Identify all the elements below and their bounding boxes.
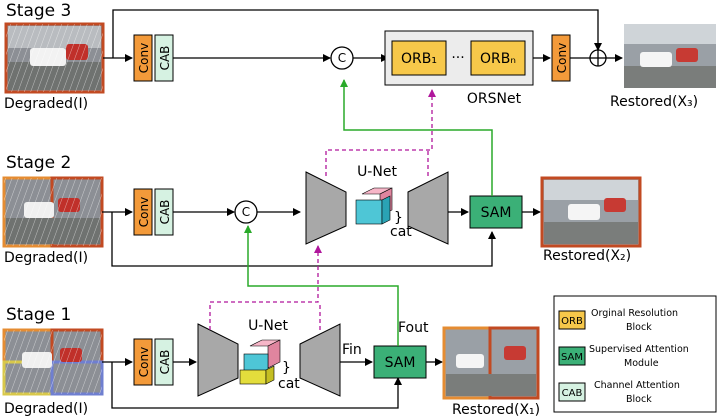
stage1-sam-label: SAM: [385, 355, 416, 371]
stage2-skip-connection: [111, 212, 496, 267]
stage1-unet-label: U-Net: [248, 318, 288, 334]
stage2-sam-to-stage3-concat-arrow: [340, 79, 493, 196]
stage1-sam-to-stage2-concat-arrow: [244, 225, 399, 346]
stage2-cat-label: cat: [390, 224, 412, 240]
stage1-conv-block: [133, 338, 153, 386]
stage3-concat-label: C: [338, 51, 346, 65]
legend-orb-text-2: Block: [626, 322, 652, 333]
stage1-fin-label: Fin: [342, 342, 362, 358]
stage2-cat-brace: }: [394, 210, 403, 226]
orb-first-label: ORB₁: [401, 51, 437, 67]
legend-sam-text-2: Module: [624, 358, 659, 369]
orb-last-label: ORBₙ: [480, 51, 516, 67]
legend-cab-swatch: [558, 382, 586, 402]
legend-sam-key: SAM: [561, 352, 583, 363]
stage1-unet-encoder-to-stage2-arrow: [209, 245, 322, 330]
stage3-conv-label: Conv: [137, 43, 151, 73]
stage3-cab-label: CAB: [158, 46, 172, 71]
stage3-add-node: [589, 49, 607, 67]
stage1-output-label: Restored(X₁): [452, 402, 540, 416]
stage2-conv-label: Conv: [137, 197, 151, 227]
legend-orb-key: ORB: [561, 316, 583, 327]
stage2-unet-encoder: [305, 171, 347, 245]
stage1-unet-encoder: [197, 323, 239, 397]
stage1-fout-label: Fout: [398, 320, 429, 336]
stage3-output-conv-label: Conv: [555, 43, 569, 73]
orb-last-block: [470, 40, 526, 76]
legend-cab-text-1: Channel Attention: [594, 380, 680, 391]
legend-sam-swatch: [558, 346, 586, 366]
legend-orb-text-1: Orginal Resolution: [591, 308, 678, 319]
orb-dots: ···: [451, 50, 464, 66]
stage2-feature-cubes: [355, 187, 393, 225]
legend-cab-text-2: Block: [626, 394, 652, 405]
legend-cab-key: CAB: [562, 388, 583, 399]
stage2-sam-label: SAM: [481, 205, 512, 221]
orb-first-block: [391, 40, 447, 76]
stage3-conv-block: [133, 34, 153, 82]
stage1-cat-label: cat: [278, 376, 300, 392]
stage3-output-label: Restored(X₃): [610, 94, 698, 110]
stage3-degraded-image: [4, 22, 105, 94]
stage1-cab-label: CAB: [158, 350, 172, 375]
orsnet-label: ORSNet: [467, 91, 522, 107]
stage2-input-label: Degraded(I): [4, 250, 88, 266]
stage1-skip-connection: [111, 362, 402, 409]
stage1-sam-block: [373, 345, 427, 379]
legend-orb-swatch: [558, 310, 586, 330]
stage2-unet-decoder: [407, 171, 449, 245]
stage3-title: Stage 3: [6, 1, 71, 21]
stage2-concat-label: C: [242, 205, 250, 219]
stage1-input-label: Degraded(I): [4, 401, 88, 416]
stage2-restored-image: [540, 176, 642, 248]
stage1-unet-decoder: [299, 323, 341, 397]
stage2-output-label: Restored(X₂): [543, 248, 631, 264]
stage1-conv-label: Conv: [137, 347, 151, 377]
stage1-degraded-image: [2, 328, 104, 396]
stage2-sam-block: [469, 195, 523, 229]
stage3-input-label: Degraded(I): [4, 96, 88, 112]
stage1-title: Stage 1: [6, 305, 71, 325]
legend-sam-text-1: Supervised Attention: [589, 344, 689, 355]
stage1-restored-image: [442, 326, 540, 400]
stage2-degraded-image: [2, 176, 104, 248]
stage1-cat-brace: }: [282, 360, 291, 376]
stage2-unet-label: U-Net: [357, 164, 397, 180]
stage2-unet-encoder-to-orsnet-arrow: [325, 89, 436, 176]
stage2-conv-block: [133, 188, 153, 236]
stage1-feature-cubes: [239, 339, 281, 385]
stage2-title: Stage 2: [6, 153, 71, 173]
stage3-restored-image: [624, 24, 716, 88]
stage3-skip-connection: [112, 9, 602, 58]
stage2-cab-label: CAB: [158, 200, 172, 225]
